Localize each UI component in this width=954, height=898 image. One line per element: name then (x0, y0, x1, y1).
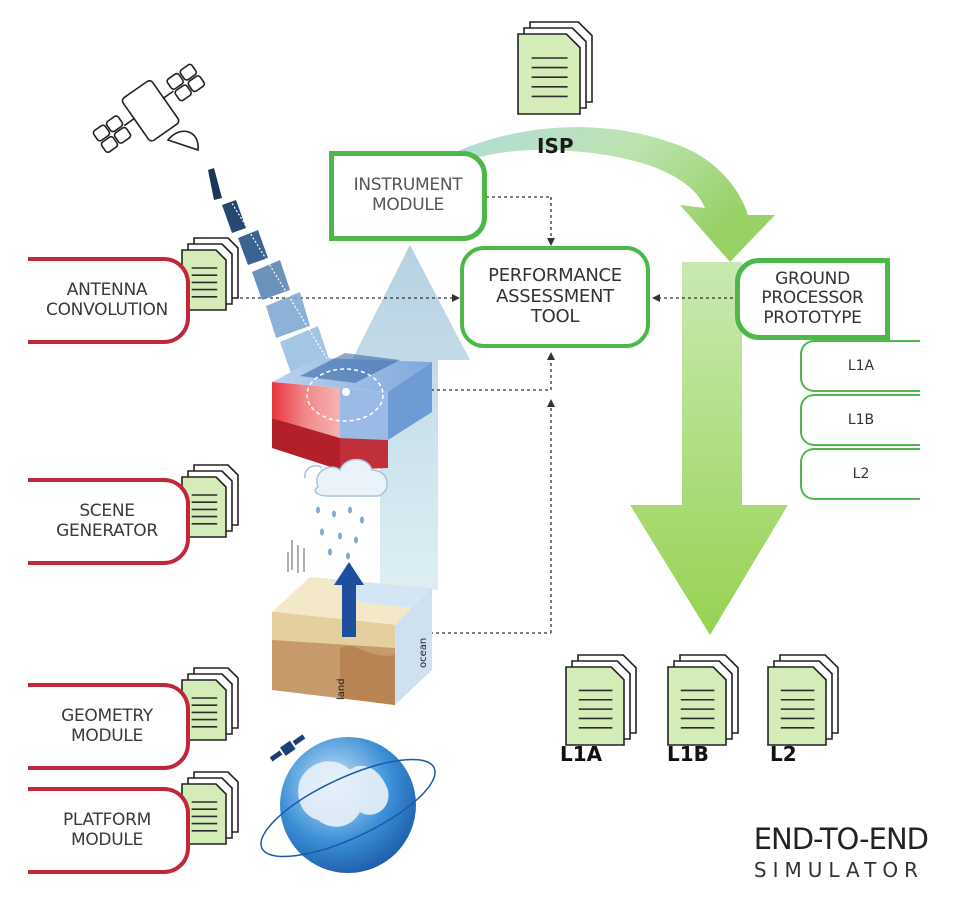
ground-label-line2: PROCESSOR (761, 288, 864, 309)
document-stack-l1a-icon (565, 654, 637, 746)
ocean-label: ocean (418, 637, 429, 668)
output-l1a-label: L1A (560, 742, 603, 766)
document-stack-antenna-icon (181, 237, 239, 311)
tab-l1a-label: L1A (847, 358, 875, 374)
performance-label-line2: ASSESSMENT (496, 285, 614, 307)
scene-label-line1: SCENE (79, 500, 135, 521)
title-line2: SIMULATOR (753, 858, 924, 882)
cloud-rain-icon (304, 458, 388, 560)
tab-l1b[interactable]: L1B (800, 394, 920, 446)
document-stack-geometry-icon (181, 667, 239, 741)
geometry-label-line2: MODULE (71, 725, 143, 746)
antenna-label-line2: CONVOLUTION (46, 299, 168, 320)
document-stacks-icon (181, 21, 839, 845)
ground-label-line1: GROUND (775, 268, 850, 289)
satellite-icon (92, 63, 206, 154)
performance-label-line3: TOOL (530, 306, 580, 328)
arrowheads (452, 238, 660, 407)
ground-label-line3: PROTOTYPE (763, 307, 862, 328)
isp-curved-arrow (380, 127, 775, 263)
downward-product-arrow (630, 262, 788, 635)
platform-label-line2: MODULE (70, 829, 143, 850)
land-ocean-scene-icon (272, 562, 432, 705)
document-stack-platform-icon (181, 771, 239, 845)
geometry-label-line1: GEOMETRY (61, 705, 153, 726)
document-stack-l1b-icon (667, 654, 739, 746)
instrument-label-line2: MODULE (371, 195, 444, 215)
output-l1b-label: L1B (667, 742, 709, 766)
document-stack-l2-icon (767, 654, 839, 746)
tab-l1b-label: L1B (847, 412, 875, 428)
isp-label: ISP (537, 134, 574, 158)
document-stack-scene-icon (181, 464, 239, 538)
instrument-label-line1: INSTRUMENT (353, 175, 463, 196)
title-line1: END-TO-END (753, 822, 929, 856)
tab-l2[interactable]: L2 (800, 448, 920, 500)
output-l2-label: L2 (770, 742, 797, 766)
antenna-label-line1: ANTENNA (66, 279, 148, 300)
document-stack-isp-icon (517, 21, 593, 115)
tab-l1a[interactable]: L1A (800, 340, 920, 392)
land-label: land (336, 678, 347, 700)
performance-label-line1: PERFORMANCE (488, 264, 622, 286)
globe-icon (260, 734, 436, 873)
tab-l2-label: L2 (852, 466, 870, 482)
scene-label-line2: GENERATOR (56, 520, 158, 541)
platform-label-line1: PLATFORM (62, 809, 152, 830)
